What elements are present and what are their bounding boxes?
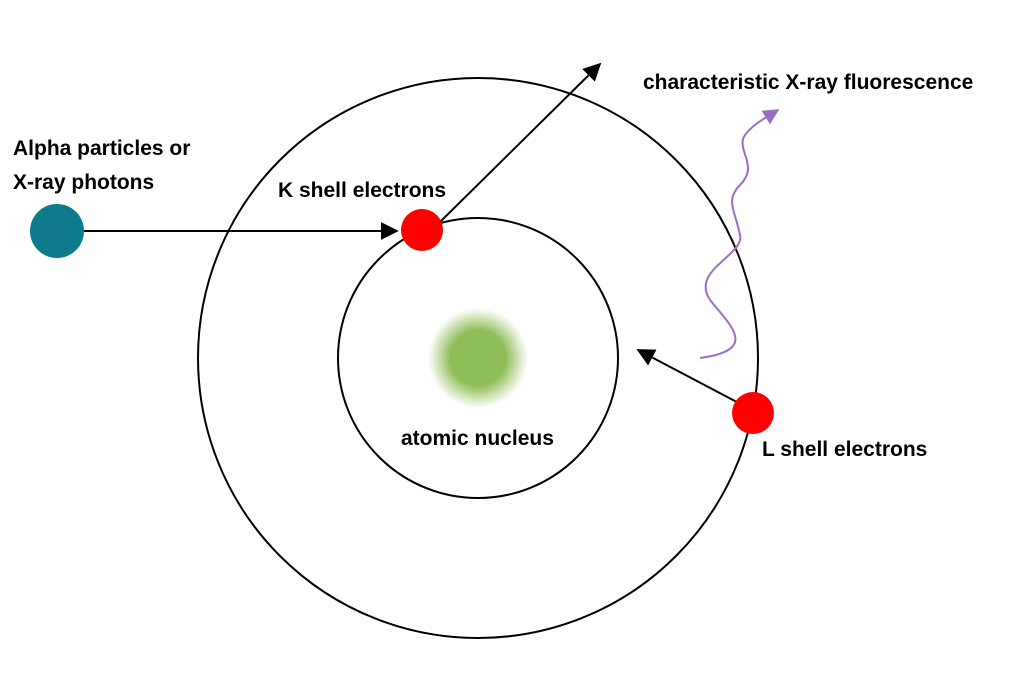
incoming-label-line1: Alpha particles or (13, 137, 190, 160)
l-shell-orbit (197, 77, 759, 639)
k-shell-orbit (337, 217, 619, 499)
nucleus-icon (428, 308, 528, 408)
transition-arrow (636, 349, 753, 411)
k-shell-electron-icon (401, 209, 443, 251)
fluorescence-label: characteristic X-ray fluorescence (643, 71, 973, 94)
fluorescence-wave-icon (699, 109, 780, 359)
k-shell-label: K shell electrons (278, 179, 446, 202)
incoming-particle-icon (30, 204, 84, 258)
ejection-arrow (439, 62, 602, 223)
incoming-label-line2: X-ray photons (13, 171, 154, 194)
l-shell-electron-icon (732, 392, 774, 434)
nucleus-label: atomic nucleus (401, 427, 554, 450)
l-shell-label: L shell electrons (762, 438, 927, 461)
